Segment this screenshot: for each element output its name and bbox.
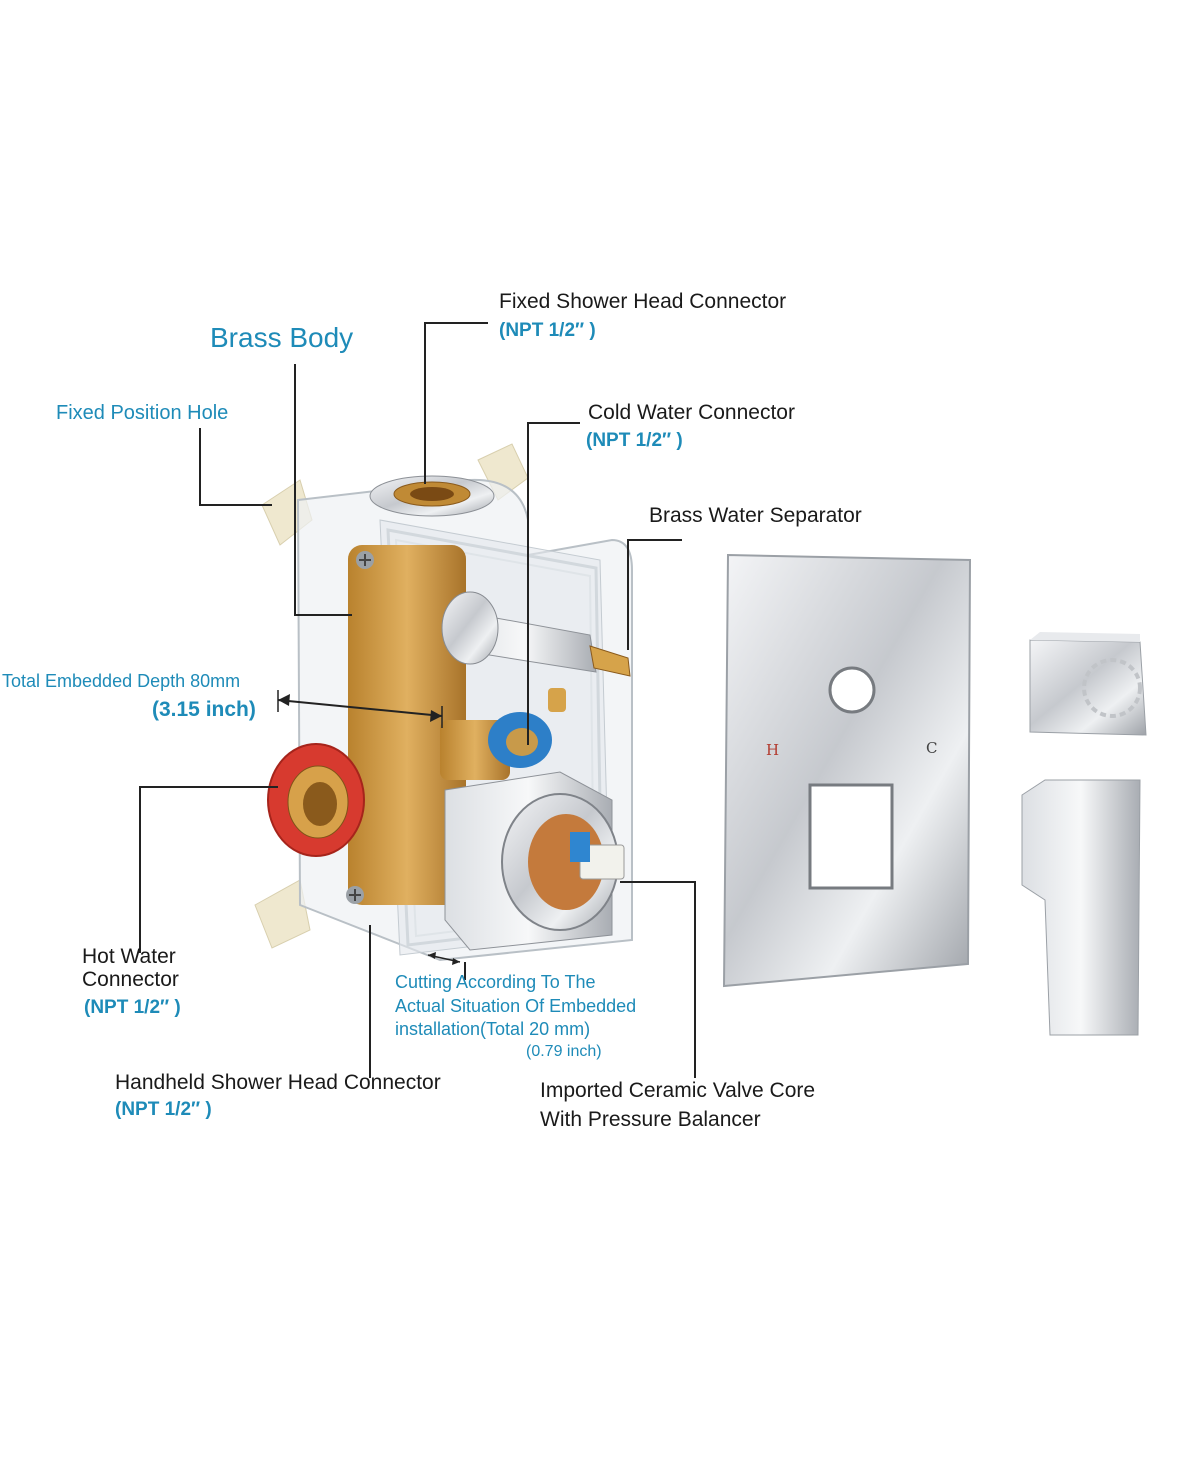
leader-brass-body — [294, 364, 352, 616]
leader-lines — [139, 322, 696, 1078]
label-handheld-npt: (NPT 1/2″ ) — [115, 1099, 212, 1120]
plate-mark-hot: H — [766, 741, 780, 759]
label-cutting-line4: (0.79 inch) — [526, 1043, 602, 1060]
plate-mark-cold: C — [926, 739, 938, 757]
label-depth-inch: (3.15 inch) — [152, 698, 256, 721]
leader-separator — [627, 539, 682, 650]
leader-cold-water — [527, 422, 580, 745]
label-cutting-line1: Cutting According To The — [395, 972, 596, 992]
label-cold-water-connector: Cold Water Connector — [588, 401, 795, 424]
leader-fixed-shower — [424, 322, 488, 484]
depth-dimension — [277, 690, 443, 728]
brass-core — [348, 545, 466, 905]
cutting-dimension — [427, 952, 461, 965]
handle-base — [1029, 639, 1147, 736]
label-ceramic-core-line2: With Pressure Balancer — [540, 1108, 761, 1131]
label-brass-body: Brass Body — [210, 322, 354, 353]
label-hot-water-line2: Connector — [82, 968, 179, 991]
label-cutting-line3: installation(Total 20 mm) — [395, 1019, 591, 1039]
label-total-embedded-depth: Total Embedded Depth 80mm — [2, 671, 241, 691]
label-hot-water-npt: (NPT 1/2″ ) — [84, 997, 181, 1018]
label-ceramic-core-line1: Imported Ceramic Valve Core — [540, 1079, 816, 1102]
label-fixed-position-hole: Fixed Position Hole — [56, 402, 229, 424]
handle-lever — [1021, 779, 1141, 1036]
label-brass-water-separator: Brass Water Separator — [649, 504, 862, 527]
plate-square-opening — [808, 783, 894, 890]
label-fixed-shower-npt: (NPT 1/2″ ) — [499, 320, 596, 341]
brass-separator-tip — [589, 645, 631, 677]
leader-fixed-hole — [199, 428, 272, 506]
label-cutting-line2: Actual Situation Of Embedded — [395, 996, 637, 1016]
leader-ceramic — [620, 881, 696, 1078]
cover-plate — [722, 553, 972, 988]
plate-round-hole — [828, 666, 876, 714]
label-handheld-connector: Handheld Shower Head Connector — [115, 1071, 441, 1094]
label-fixed-shower-connector: Fixed Shower Head Connector — [499, 290, 787, 313]
handle-parts — [1021, 632, 1147, 1036]
leader-hot-water — [139, 786, 278, 953]
label-cold-water-npt: (NPT 1/2″ ) — [586, 430, 683, 451]
mounting-tab-bottom-left — [254, 879, 311, 949]
valve-body — [254, 443, 633, 962]
label-hot-water-line1: Hot Water — [82, 945, 176, 968]
